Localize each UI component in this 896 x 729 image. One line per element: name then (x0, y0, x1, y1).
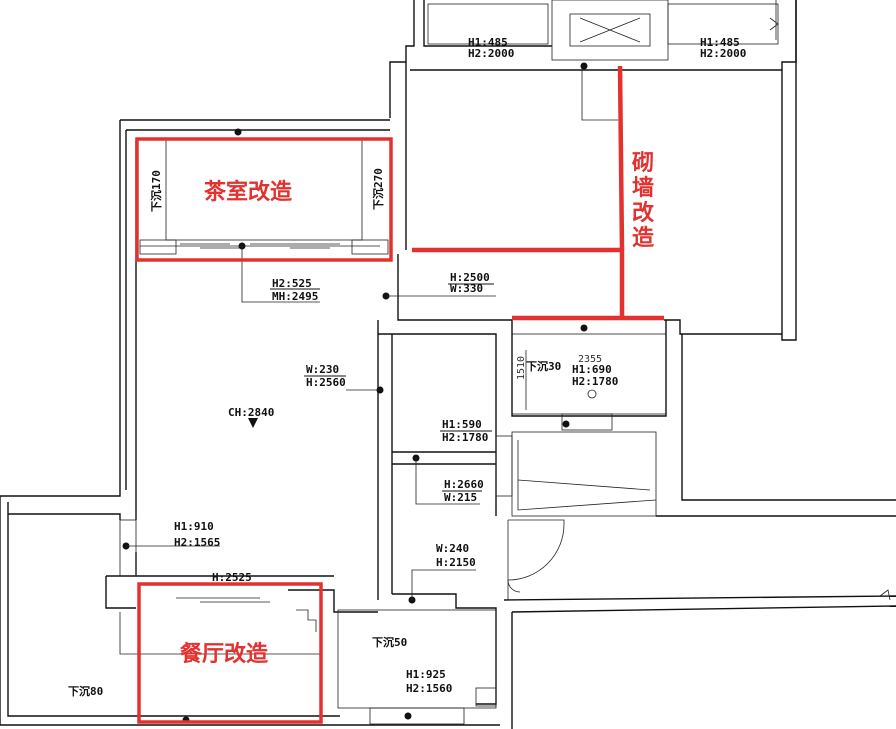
label-bal-h1: H1:925 (406, 668, 446, 681)
red-wall-vertical (617, 65, 625, 318)
label-hall-h: H:2660 (444, 478, 484, 491)
wall-annotation-3: 改 (632, 200, 655, 226)
label-tea-mh: MH:2495 (272, 290, 318, 303)
label-bath-sink: 下沉30 (526, 359, 561, 373)
label-sink80: 下沉80 (68, 684, 103, 698)
label-door-w: W:240 (436, 542, 469, 555)
label-bath-h2: H2:1780 (572, 375, 618, 388)
label-bal-h2: H2:1560 (406, 682, 452, 695)
label-tea-h2: H2:525 (272, 277, 312, 290)
label-liv-w: W:230 (306, 363, 339, 376)
renovation-markups: 茶室改造 餐厅改造 砌 墙 改 造 (135, 65, 664, 724)
label-bath-dim-a: 2355 (578, 354, 602, 365)
label-top-left-h2: H2:2000 (468, 47, 514, 60)
wall-annotation-4: 造 (632, 226, 654, 251)
label-corr-w: W:330 (450, 282, 483, 295)
dining-box (137, 582, 323, 724)
label-liv-h: H:2560 (306, 376, 346, 389)
label-sink50: 下沉50 (372, 635, 407, 649)
label-hall-h1: H1:590 (442, 418, 482, 431)
label-bath-dim-b: 1510 (516, 356, 527, 380)
label-dining-h: H:2525 (212, 571, 252, 584)
wall-annotation-1: 砌 (631, 151, 654, 176)
dimension-labels: H1:485 H2:2000 H1:485 H2:2000 下沉170 下沉27… (68, 36, 746, 698)
label-win-h2: H2:1565 (174, 536, 220, 549)
label-top-right-h2: H2:2000 (700, 47, 746, 60)
label-corr-h: H:2500 (450, 271, 490, 284)
label-sink170: 下沉170 (149, 170, 163, 212)
label-bath-h1: H1:690 (572, 363, 612, 376)
wall-annotation-2: 墙 (632, 176, 654, 201)
label-hall-w: W:215 (444, 491, 477, 504)
label-ceiling-height: CH:2840 (228, 406, 274, 419)
leaders (122, 62, 588, 724)
dining-annotation: 餐厅改造 (180, 641, 268, 667)
label-win-h1: H1:910 (174, 520, 214, 533)
tea-room-box (135, 137, 393, 262)
label-top-left-h1: H1:485 (468, 36, 508, 49)
label-hall-h2: H2:1780 (442, 431, 488, 444)
label-sink270: 下沉270 (371, 168, 385, 210)
label-door-h: H:2150 (436, 556, 476, 569)
label-top-right-h1: H1:485 (700, 36, 740, 49)
tea-room-annotation: 茶室改造 (204, 179, 292, 205)
